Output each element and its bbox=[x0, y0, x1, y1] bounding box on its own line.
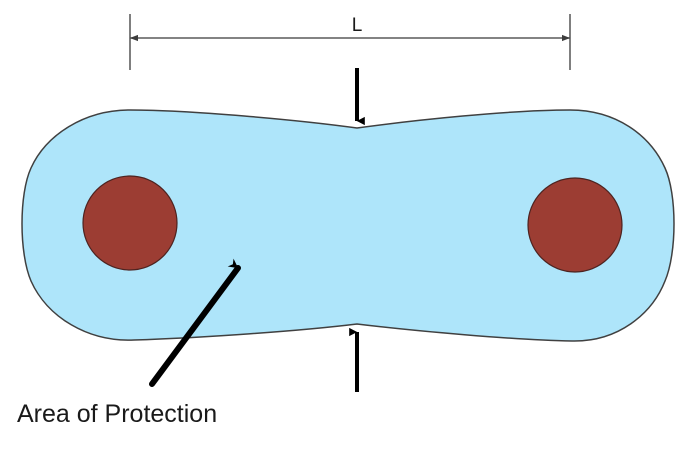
protection-area-body bbox=[21, 109, 675, 342]
callout-arrow bbox=[149, 258, 241, 387]
left-hole bbox=[82, 175, 178, 271]
right-hole bbox=[527, 177, 623, 273]
dimension-label-L: L bbox=[352, 15, 363, 36]
callout-label-area-of-protection: Area of Protection bbox=[17, 400, 217, 428]
